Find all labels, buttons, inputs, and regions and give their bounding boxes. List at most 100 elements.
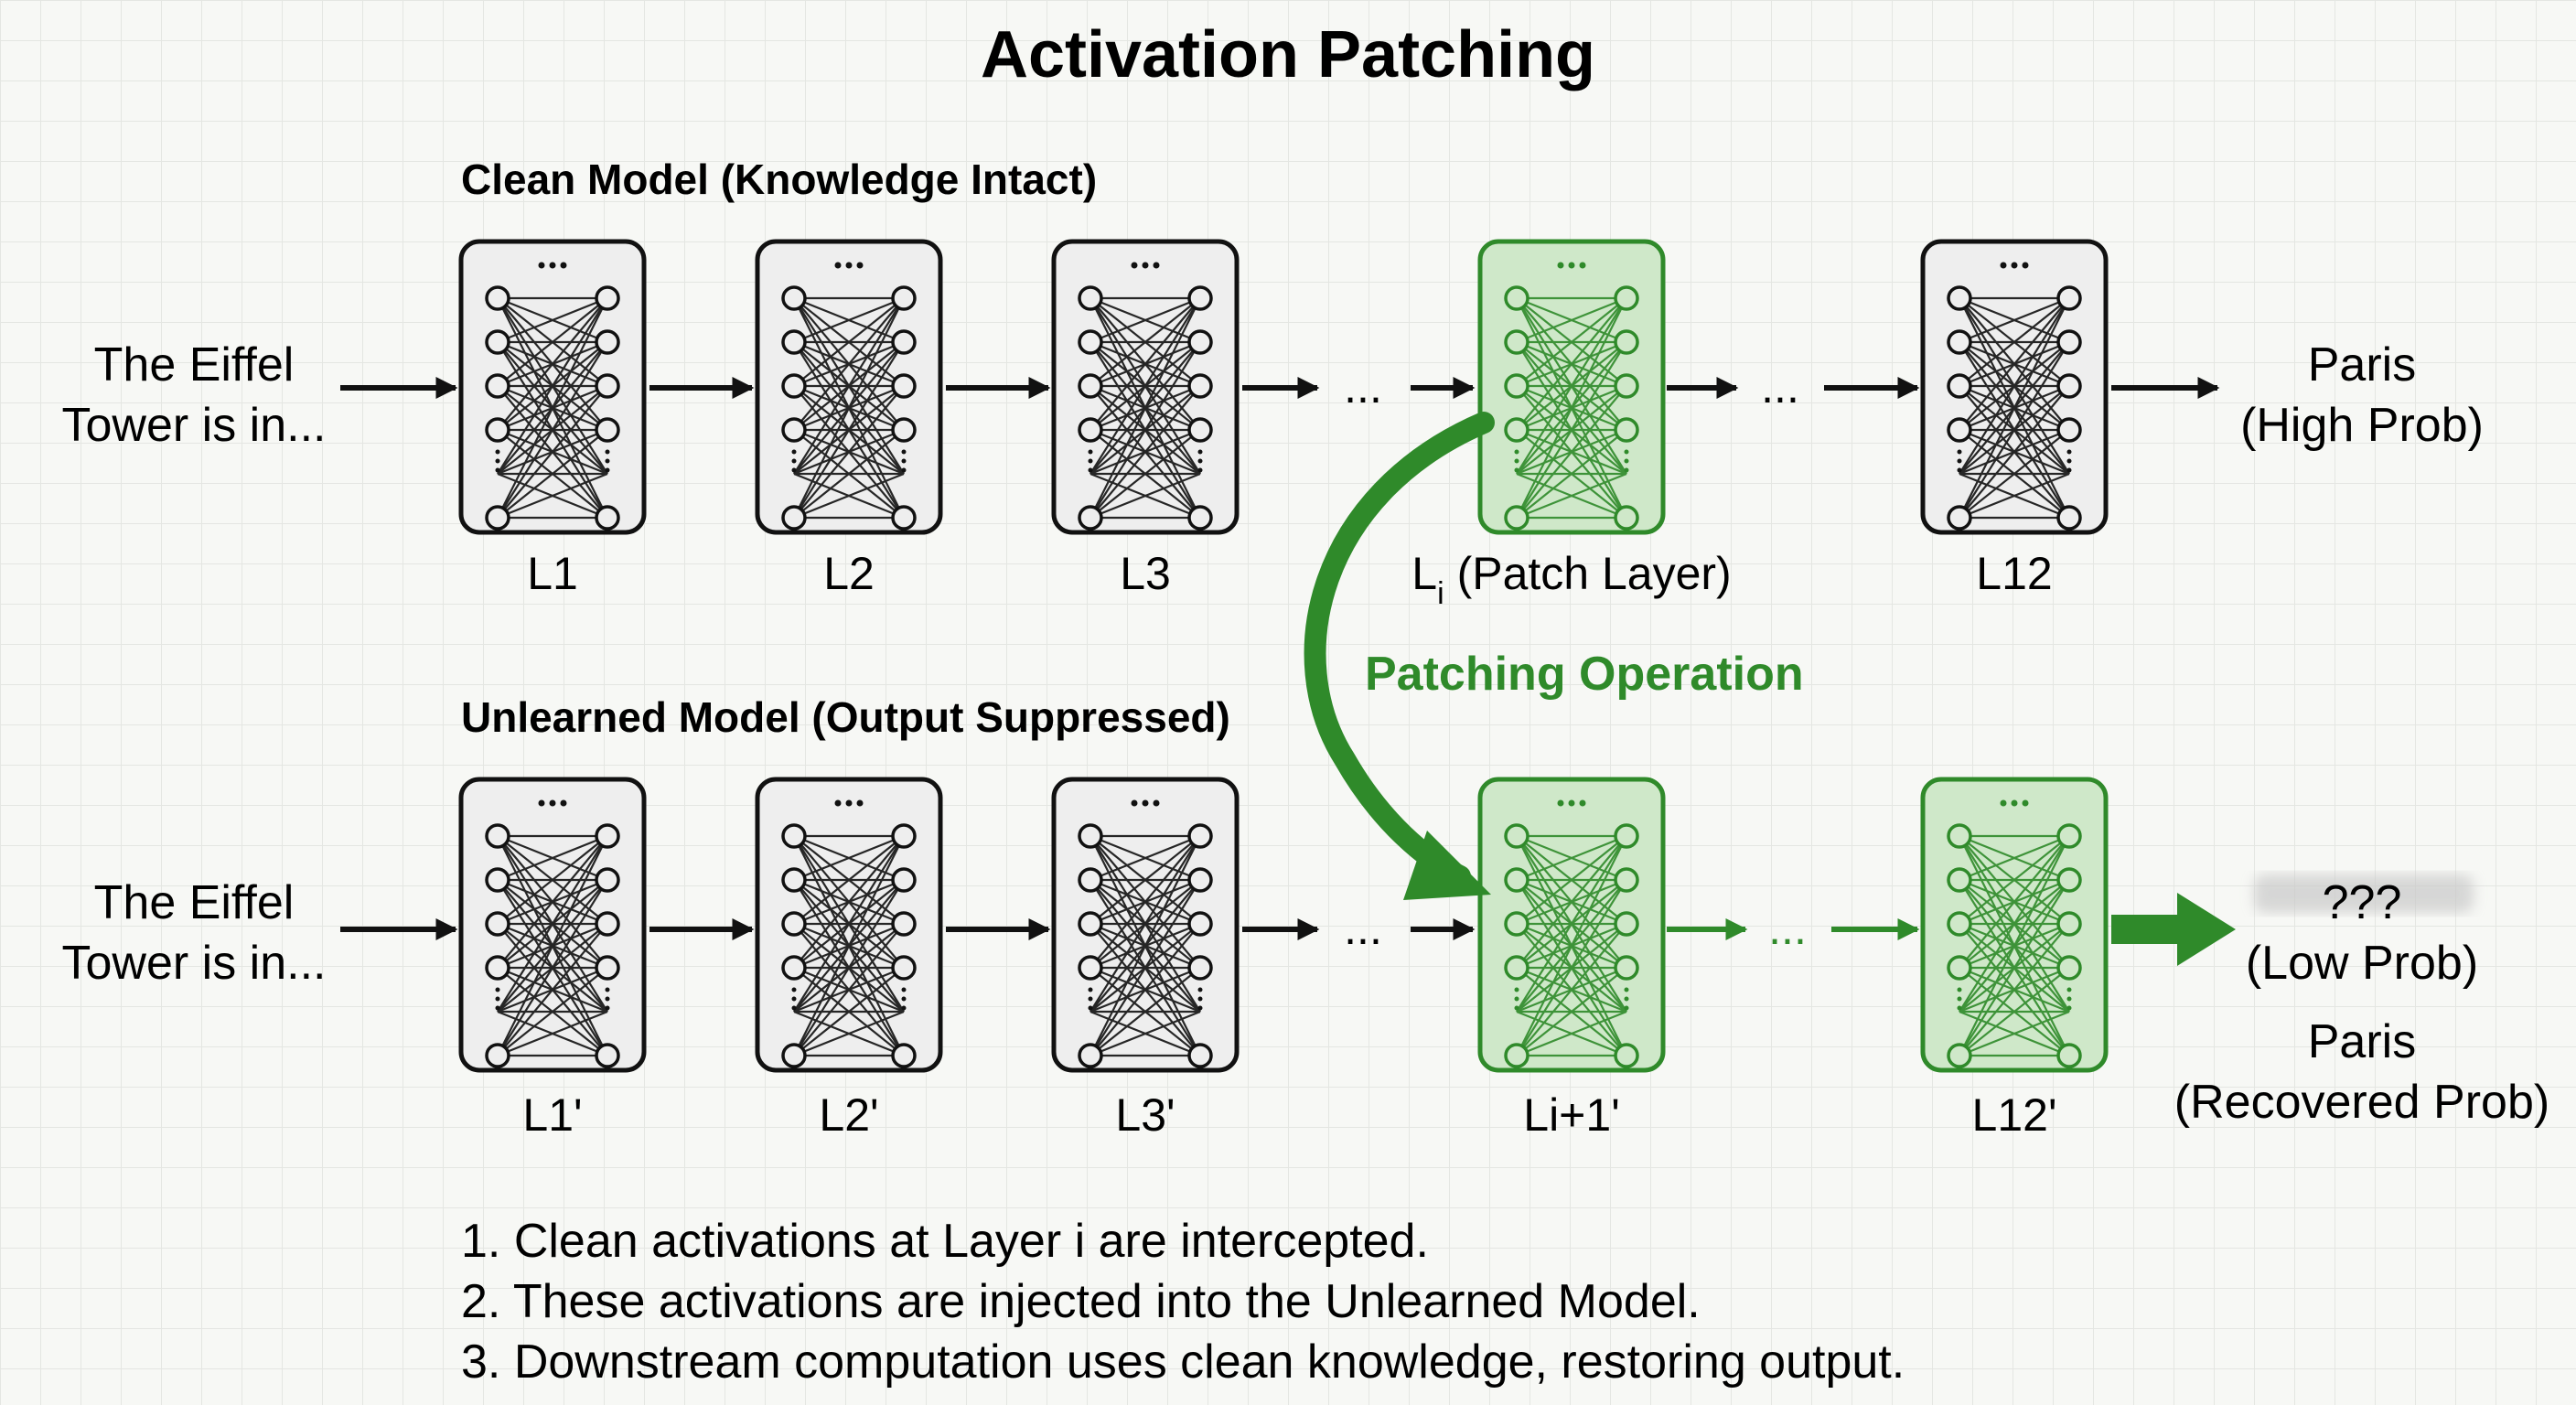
neuron-node	[1078, 1043, 1103, 1068]
neuron-node	[781, 823, 807, 849]
vertical-ellipsis-dot	[2066, 996, 2072, 1002]
vertical-ellipsis-dot	[1197, 449, 1203, 455]
neuron-node	[595, 417, 620, 443]
patching-arrowhead	[1403, 831, 1491, 900]
neuron-node	[1614, 955, 1639, 981]
neuron-node	[891, 911, 917, 937]
vertical-ellipsis-dot	[1514, 458, 1519, 464]
vertical-ellipsis-dot	[1624, 467, 1629, 473]
vertical-ellipsis-dot	[901, 467, 907, 473]
vertical-ellipsis-dot	[1624, 458, 1629, 464]
neuron-node	[1078, 329, 1103, 355]
ellipsis-dot	[1557, 799, 1564, 807]
neuron-node	[1187, 823, 1213, 849]
neuron-node	[595, 823, 620, 849]
vertical-ellipsis-dot	[1088, 449, 1093, 455]
ellipsis-dot	[549, 262, 556, 269]
neuron-node	[485, 823, 510, 849]
neuron-node	[485, 911, 510, 937]
neuron-node	[1504, 955, 1530, 981]
neuron-node	[1187, 911, 1213, 937]
neuron-node	[1187, 505, 1213, 531]
vertical-ellipsis-dot	[605, 467, 610, 473]
neuron-node	[1614, 505, 1639, 531]
note-1: 1. Clean activations at Layer i are inte…	[461, 1215, 1429, 1268]
neuron-node	[891, 285, 917, 311]
ellipsis-dot	[538, 262, 545, 269]
neuron-node	[1078, 867, 1103, 893]
neuron-node	[1614, 823, 1639, 849]
neuron-node	[595, 867, 620, 893]
ellipsis-dot	[845, 799, 853, 807]
ellipsis-dot	[1557, 262, 1564, 269]
vertical-ellipsis-dot	[1197, 458, 1203, 464]
ellipsis-dot	[549, 799, 556, 807]
neuron-node	[595, 505, 620, 531]
vertical-ellipsis-dot	[1197, 996, 1203, 1002]
vertical-ellipsis-dot	[1088, 1005, 1093, 1011]
neuron-node	[2056, 1043, 2082, 1068]
vertical-ellipsis-dot	[1624, 1005, 1629, 1011]
vertical-ellipsis-dot	[605, 1005, 610, 1011]
neuron-node	[891, 955, 917, 981]
neuron-connections	[1516, 296, 1627, 520]
neuron-node	[1187, 955, 1213, 981]
unlearned-input-line-2: Tower is in...	[62, 937, 327, 990]
layer-block-l3	[1051, 239, 1240, 535]
note-3: 3. Downstream computation uses clean kno…	[461, 1335, 1905, 1389]
vertical-ellipsis-dot	[1197, 987, 1203, 992]
neuron-node	[781, 285, 807, 311]
neuron-node	[485, 505, 510, 531]
neuron-node	[1187, 417, 1213, 443]
neuron-node	[1504, 867, 1530, 893]
layer-label-li-base: L	[1411, 548, 1437, 599]
clean-input-line-2: Tower is in...	[62, 399, 327, 452]
neuron-connections	[793, 834, 905, 1057]
neuron-connections	[497, 296, 608, 520]
layer-label-l1: L1	[527, 548, 578, 599]
neuron-node	[485, 955, 510, 981]
vertical-ellipsis-dot	[2066, 449, 2072, 455]
clean-model-heading: Clean Model (Knowledge Intact)	[461, 156, 1097, 203]
vertical-ellipsis-dot	[901, 449, 907, 455]
neuron-node	[1947, 1043, 1972, 1068]
vertical-ellipsis-dot	[1624, 449, 1629, 455]
clean-ellipsis-2: ...	[1761, 361, 1799, 413]
neuron-node	[1614, 867, 1639, 893]
neuron-node	[1614, 1043, 1639, 1068]
neuron-node	[1947, 329, 1972, 355]
vertical-ellipsis-dot	[495, 467, 500, 473]
neuron-node	[2056, 417, 2082, 443]
layer-label-li-subscript: i	[1437, 576, 1444, 611]
layer-label-l2: L2	[823, 548, 875, 599]
neuron-node	[1504, 505, 1530, 531]
neuron-node	[891, 1043, 917, 1068]
neuron-node	[1078, 373, 1103, 399]
neuron-node	[1187, 329, 1213, 355]
layer-block-li-patch	[1477, 239, 1666, 535]
neuron-node	[891, 867, 917, 893]
vertical-ellipsis-dot	[605, 987, 610, 992]
vertical-ellipsis-dot	[1514, 996, 1519, 1002]
vertical-ellipsis-dot	[791, 996, 797, 1002]
ellipsis-dot	[560, 799, 567, 807]
neuron-node	[1504, 823, 1530, 849]
neuron-node	[595, 955, 620, 981]
neuron-node	[1614, 911, 1639, 937]
neuron-node	[1504, 285, 1530, 311]
vertical-ellipsis-dot	[495, 987, 500, 992]
neuron-connections	[1959, 834, 2070, 1057]
neuron-connections	[1089, 834, 1201, 1057]
clean-output-line-1: Paris	[2308, 338, 2416, 391]
neuron-node	[1614, 285, 1639, 311]
neuron-node	[485, 285, 510, 311]
vertical-ellipsis-dot	[1088, 987, 1093, 992]
neuron-node	[891, 373, 917, 399]
vertical-ellipsis-dot	[495, 1005, 500, 1011]
blurred-answer-smudge	[2254, 874, 2474, 913]
neuron-node	[595, 373, 620, 399]
neuron-node	[1504, 1043, 1530, 1068]
vertical-ellipsis-dot	[791, 449, 797, 455]
layer-label-l3: L3	[1120, 548, 1171, 599]
